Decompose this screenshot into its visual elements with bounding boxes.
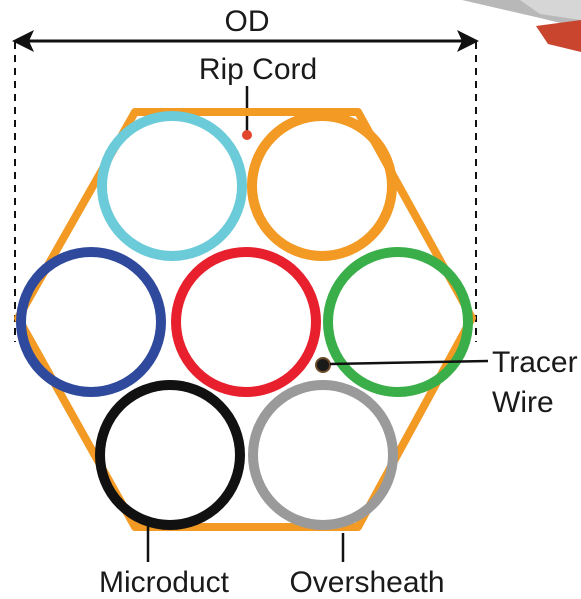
tracer-wire-leader-line: [329, 359, 489, 366]
rip-cord: [242, 130, 252, 140]
microduct-label: Microduct: [99, 566, 230, 599]
microduct-black: [95, 380, 245, 530]
tracer-wire: [315, 357, 331, 373]
microduct-green: [323, 247, 473, 397]
od-label: OD: [225, 5, 270, 38]
rip-cord-label: Rip Cord: [199, 53, 317, 86]
corner-accent: [462, 0, 581, 52]
microduct-dark-blue: [16, 247, 166, 397]
oversheath-label: Oversheath: [289, 566, 444, 599]
microduct-gray: [248, 380, 398, 530]
od-dimension: OD: [12, 5, 479, 342]
tracer-wire-label-line2: Wire: [492, 386, 554, 419]
od-right-arrowhead: [457, 30, 479, 52]
microduct-light-blue: [97, 111, 247, 261]
microduct-orange: [247, 111, 397, 261]
tracer-wire-label-line1: Tracer: [492, 346, 578, 379]
od-left-arrowhead: [12, 30, 34, 52]
microduct-red: [171, 247, 321, 397]
